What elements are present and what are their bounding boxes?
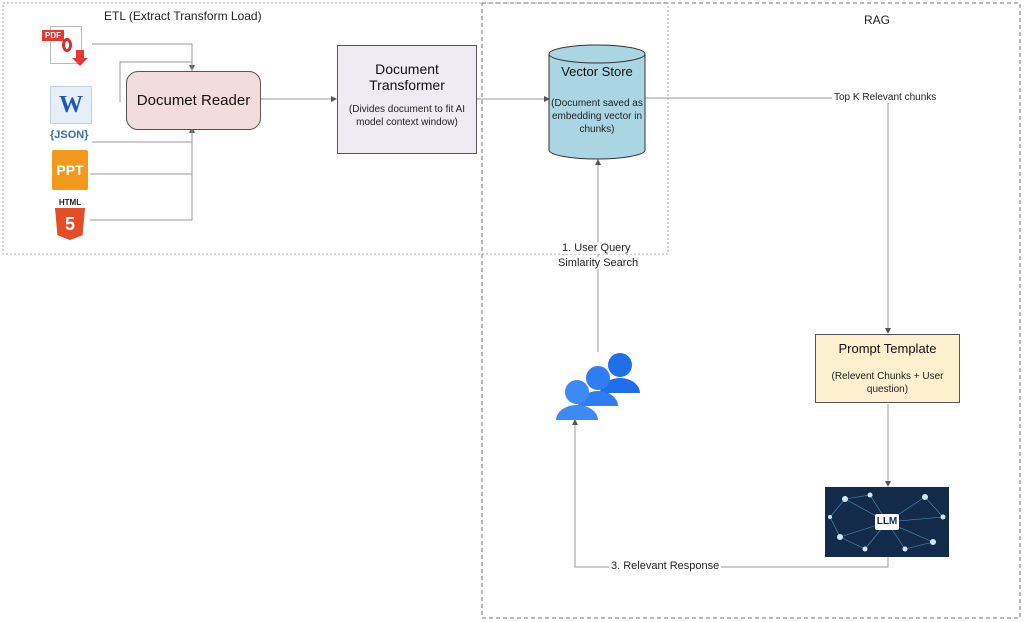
word-letter: W <box>59 91 83 118</box>
llm-network-graphic <box>828 492 946 552</box>
document-transformer-node: Document Transformer (Divides document t… <box>337 45 477 154</box>
html-file-icon: HTML 5 <box>52 198 88 242</box>
llm-label: LLM <box>876 516 898 527</box>
prompt-template-node: Prompt Template (Relevent Chunks + User … <box>815 334 960 403</box>
vector-store-title: Vector Store <box>561 64 633 79</box>
vector-store-sub-line1: (Document saved as <box>551 98 643 109</box>
relevant-response-label: 3. Relevant Response <box>609 560 722 572</box>
ppt-file-icon: PPT <box>52 150 88 190</box>
vector-store-cylinder <box>548 44 646 160</box>
vector-store-sub-line3: chunks) <box>579 124 615 135</box>
transformer-title-line1: Document <box>375 61 439 77</box>
rag-region-frame <box>481 2 1021 619</box>
etl-region-label: ETL (Extract Transform Load) <box>104 9 262 23</box>
store-to-prompt-edge <box>645 97 891 334</box>
document-reader-title: Documet Reader <box>136 92 251 109</box>
transformer-sub-line2: model context window) <box>356 117 458 128</box>
etl-region-frame <box>2 2 669 255</box>
source-connectors <box>90 43 195 221</box>
word-file-icon: W <box>50 86 92 124</box>
prompt-template-title: Prompt Template <box>838 341 937 356</box>
users-icon <box>556 353 640 420</box>
document-reader-node: Documet Reader <box>126 71 261 130</box>
rag-region-label: RAG <box>864 13 891 27</box>
pdf-badge: PDF <box>42 30 64 41</box>
user-query-label: 1. User Query <box>560 242 633 254</box>
similarity-search-label: Simlarity Search <box>556 257 641 269</box>
transformer-sub-line1: (Divides document to fit AI <box>348 104 466 115</box>
pdf-file-icon: PDF <box>40 24 92 66</box>
vector-store-desc: (Document saved as embedding vector in c… <box>547 97 647 136</box>
prompt-template-sub-line2: question) <box>866 384 909 395</box>
llm-node: LLM <box>825 487 949 557</box>
vector-store-sub-line2: embedding vector in <box>551 111 643 122</box>
response-edge <box>572 419 889 568</box>
ppt-letters: PPT <box>56 162 84 178</box>
html5-mark: 5 <box>64 213 75 234</box>
json-file-icon: {JSON} <box>50 129 89 141</box>
top-k-label: Top K Relevant chunks <box>832 92 939 103</box>
html-label: HTML <box>58 198 82 207</box>
prompt-template-sub-line1: (Relevent Chunks + User <box>831 371 944 382</box>
transformer-title-line2: Transformer <box>369 77 445 93</box>
